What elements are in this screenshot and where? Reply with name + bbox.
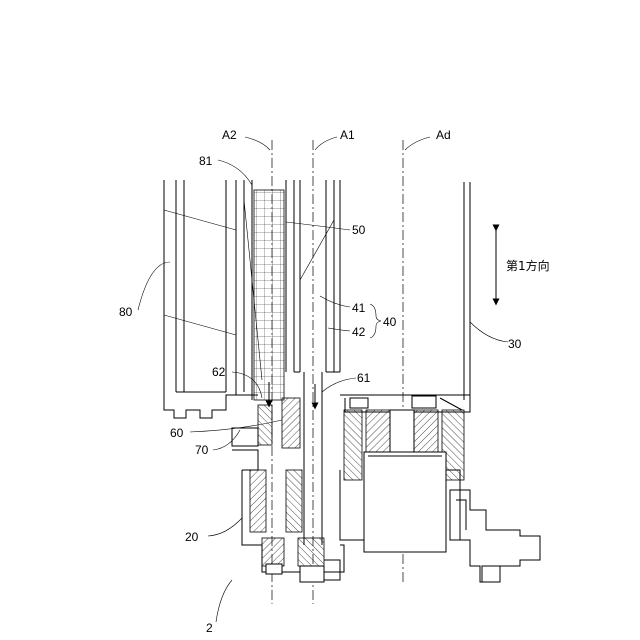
part-label-80: 80 bbox=[119, 305, 133, 319]
part-label-41: 41 bbox=[352, 301, 366, 315]
part-label-61: 61 bbox=[357, 371, 371, 385]
part-label-81: 81 bbox=[199, 154, 213, 168]
part-label-50: 50 bbox=[352, 223, 366, 237]
part-label-40: 40 bbox=[383, 315, 397, 329]
part-label-30: 30 bbox=[508, 337, 522, 351]
part-80-body bbox=[164, 180, 258, 418]
part-label-62: 62 bbox=[212, 365, 226, 379]
axis-label-ad: Ad bbox=[436, 128, 451, 142]
part-81-filter bbox=[244, 180, 294, 400]
part-label-42: 42 bbox=[352, 325, 366, 339]
part-label-20: 20 bbox=[185, 530, 199, 544]
part-label-70: 70 bbox=[195, 443, 209, 457]
axis-label-a1: A1 bbox=[340, 128, 355, 142]
direction-label: 第1方向 bbox=[506, 258, 550, 273]
right-connector bbox=[450, 490, 540, 582]
part-label-60: 60 bbox=[170, 426, 184, 440]
axis-label-a2: A2 bbox=[222, 128, 237, 142]
part-label-2: 2 bbox=[206, 621, 213, 635]
lower-mechanism bbox=[232, 398, 464, 582]
